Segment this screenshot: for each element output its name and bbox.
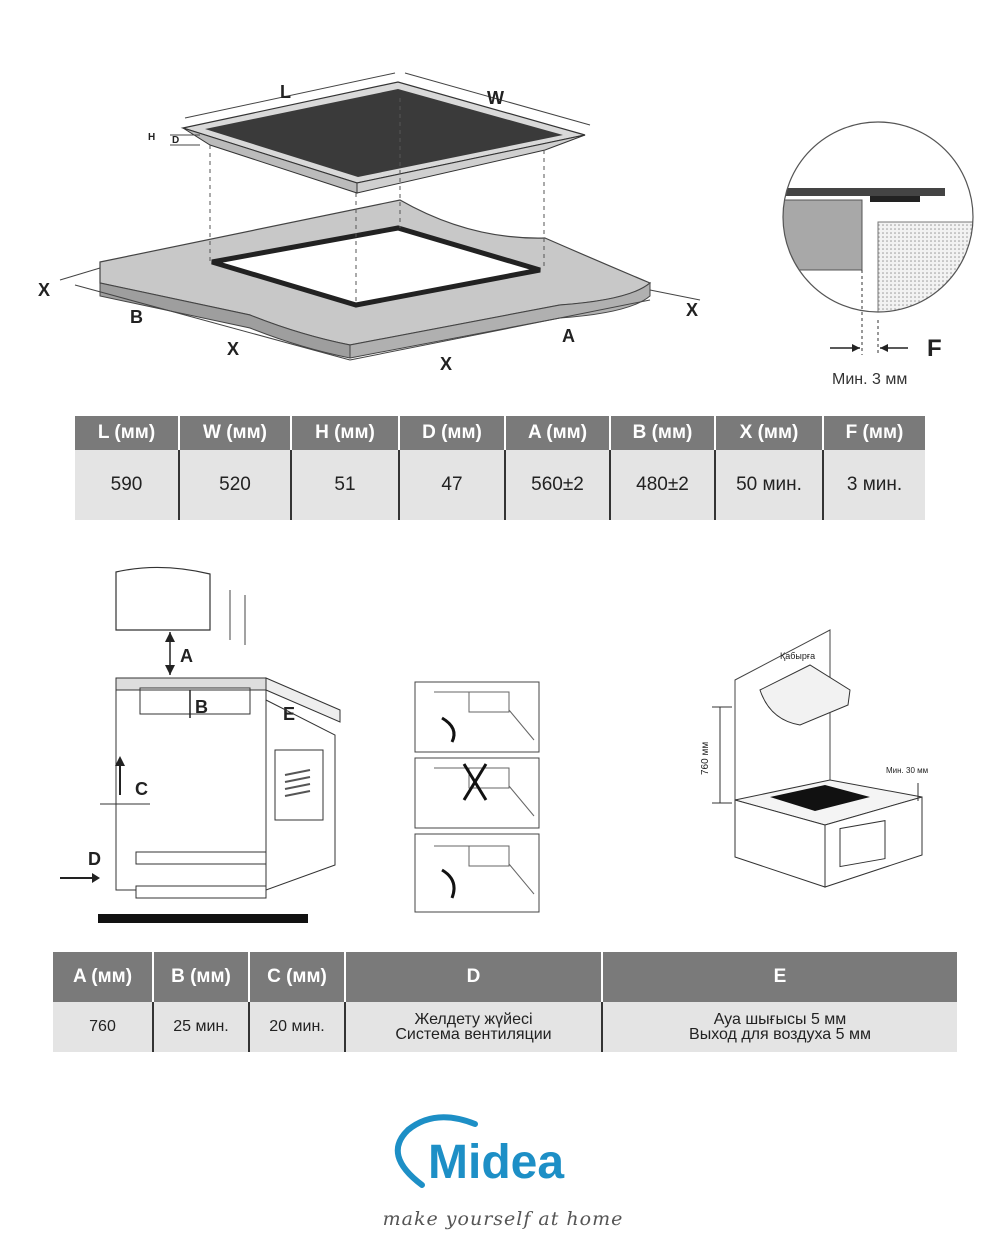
table-header-row: L (мм) W (мм) H (мм) D (мм) A (мм) B (мм… (75, 416, 925, 450)
header-A: A (мм) (505, 416, 611, 450)
label-L: L (280, 82, 291, 102)
header-B: B (мм) (153, 952, 250, 1002)
value-E-line-ru: Выход для воздуха 5 мм (689, 1026, 871, 1043)
midea-logo: Midea (380, 1110, 620, 1205)
label-A: A (562, 326, 575, 346)
header-E: E (602, 952, 957, 1002)
value-D-line-kk: Желдету жүйесі (414, 1011, 533, 1028)
header-F: F (мм) (823, 416, 925, 450)
label-X-bottom-left: X (227, 339, 239, 359)
value-C: 20 мин. (249, 1002, 346, 1052)
header-H: H (мм) (291, 416, 400, 450)
label-H: H (148, 132, 155, 143)
wall-label: Қабырға (780, 651, 815, 661)
wall-clearance-diagram: Қабырға 760 мм Мин. 30 мм (700, 629, 928, 888)
min-30mm-label: Мин. 30 мм (886, 766, 928, 775)
value-W: 520 (179, 450, 292, 520)
label-D: D (172, 135, 179, 146)
min-3mm-note: Мин. 3 мм (832, 371, 907, 388)
value-A: 560±2 (505, 450, 611, 520)
value-D: 47 (399, 450, 506, 520)
header-D: D (мм) (399, 416, 506, 450)
header-W: W (мм) (179, 416, 292, 450)
header-L: L (мм) (75, 416, 180, 450)
header-X: X (мм) (715, 416, 824, 450)
brand-name: Midea (428, 1136, 564, 1189)
label-B: B (130, 307, 143, 327)
label-F: F (927, 335, 942, 362)
midea-swoosh-icon: Midea (394, 1114, 564, 1189)
table-row: 760 25 мин. 20 мин. Желдету жүйесі Систе… (53, 1002, 957, 1052)
side-label-D: D (88, 849, 101, 869)
value-E: Ауа шығысы 5 мм Выход для воздуха 5 мм (602, 1002, 957, 1052)
side-installation-diagram: A B E C D (60, 566, 341, 923)
label-X-right: X (686, 300, 698, 320)
label-X-left: X (38, 280, 50, 300)
value-X: 50 мин. (715, 450, 824, 520)
header-C: C (мм) (249, 952, 346, 1002)
value-B: 25 мин. (153, 1002, 250, 1052)
header-A: A (мм) (53, 952, 154, 1002)
dimensions-table: L (мм) W (мм) H (мм) D (мм) A (мм) B (мм… (75, 416, 925, 520)
side-label-B: B (195, 697, 208, 717)
value-A: 760 (53, 1002, 154, 1052)
label-X-bottom: X (440, 354, 452, 374)
edge-detail-diagram: F Мин. 3 мм (782, 121, 974, 388)
header-D: D (345, 952, 603, 1002)
side-label-C: C (135, 779, 148, 799)
label-W: W (487, 88, 504, 108)
side-label-A: A (180, 646, 193, 666)
table-header-row: A (мм) B (мм) C (мм) D E (53, 952, 957, 1002)
ventilation-detail-panels (414, 681, 540, 913)
value-B: 480±2 (610, 450, 716, 520)
cutout-hole (211, 225, 541, 308)
value-E-line-kk: Ауа шығысы 5 мм (713, 1011, 847, 1028)
header-B: B (мм) (610, 416, 716, 450)
value-H: 51 (291, 450, 400, 520)
height-760-label: 760 мм (700, 742, 711, 775)
value-D: Желдету жүйесі Система вентиляции (345, 1002, 603, 1052)
brand-tagline: make yourself at home (382, 1208, 624, 1230)
value-F: 3 мин. (823, 450, 925, 520)
side-label-E: E (283, 704, 295, 724)
table-row: 590 520 51 47 560±2 480±2 50 мин. 3 мин. (75, 450, 925, 520)
value-L: 590 (75, 450, 180, 520)
value-D-line-ru: Система вентиляции (395, 1026, 552, 1043)
installation-table: A (мм) B (мм) C (мм) D E 760 25 мин. 20 … (53, 952, 957, 1052)
cutout-isometric-diagram: L W H D X B X X A X (38, 72, 701, 374)
